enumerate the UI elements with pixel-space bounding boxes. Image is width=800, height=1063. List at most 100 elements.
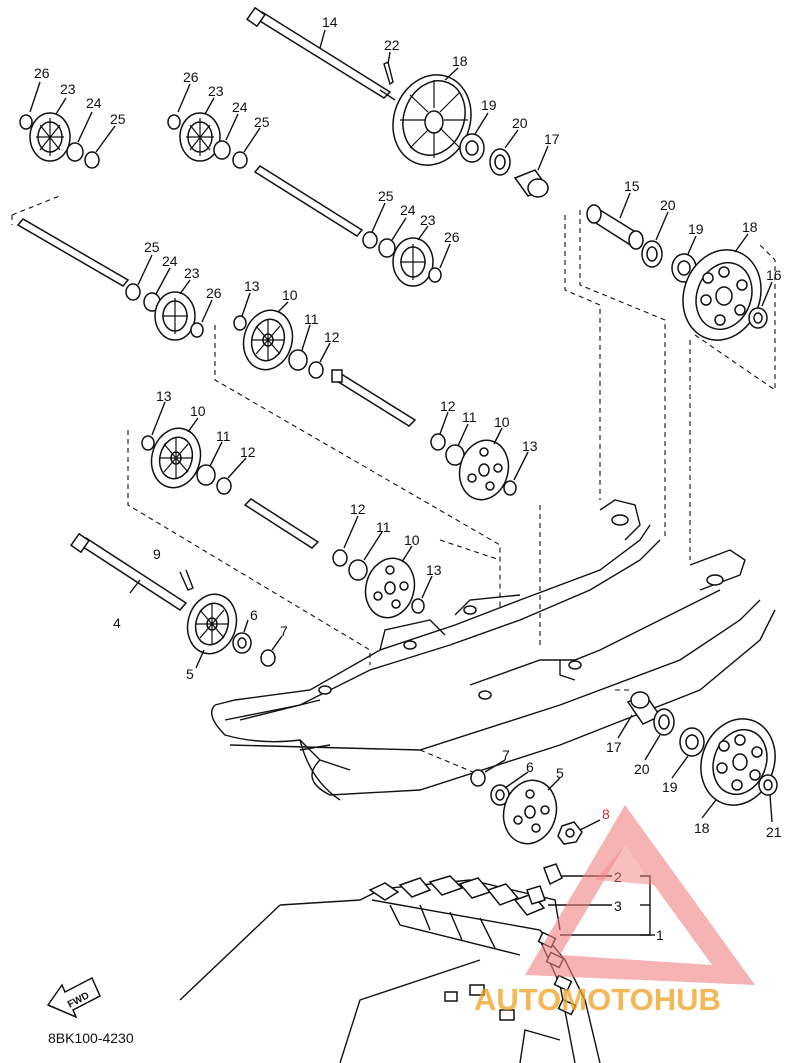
- label-leader-lines: [29, 29, 773, 831]
- idler-wheel-18-lower: [700, 718, 776, 806]
- idler-wheel-18-right: [682, 249, 762, 341]
- label-16: 16: [766, 267, 782, 283]
- track-clip-3: [526, 885, 546, 905]
- label-24: 24: [232, 99, 248, 115]
- label-12: 12: [240, 444, 256, 460]
- automotohub-watermark: [525, 805, 755, 985]
- forward-direction-arrow: FWD: [46, 976, 101, 1019]
- label-18: 18: [694, 820, 710, 836]
- nut-8: [557, 821, 583, 845]
- slide-rail-frame: [211, 499, 776, 801]
- label-26: 26: [183, 69, 199, 85]
- wheel-5-right: [502, 779, 558, 845]
- label-25: 25: [378, 188, 394, 204]
- watermark-logo-text: AUTOMOTOHUB: [474, 982, 721, 1017]
- label-3: 3: [614, 898, 622, 914]
- spacer-20-right: [641, 240, 663, 268]
- wheel-group-10-upper-left: [233, 309, 324, 379]
- washer-7-left: [260, 649, 276, 667]
- label-14: 14: [322, 14, 338, 30]
- label-7: 7: [280, 623, 288, 639]
- spacer-20-top: [489, 148, 511, 176]
- assembly-guide-lines: [11, 194, 776, 776]
- label-23: 23: [208, 83, 224, 99]
- bearing-6-right: [490, 784, 510, 806]
- label-12: 12: [350, 501, 366, 517]
- label-10: 10: [282, 287, 298, 303]
- label-21: 21: [766, 824, 782, 840]
- label-11: 11: [304, 311, 319, 327]
- wheel-group-10-lower-right: [332, 549, 425, 619]
- label-24: 24: [162, 253, 178, 269]
- label-10: 10: [494, 414, 510, 430]
- label-20: 20: [634, 761, 650, 777]
- label-12: 12: [324, 329, 340, 345]
- label-20: 20: [660, 197, 676, 213]
- label-10: 10: [404, 532, 420, 548]
- label-19: 19: [662, 779, 678, 795]
- watermark-auto-text: AUTOMOTOHUB: [474, 982, 721, 1017]
- watermark-text-overlay: AUTOMOTOHUB: [474, 980, 794, 1020]
- label-13: 13: [522, 438, 538, 454]
- label-19: 19: [688, 221, 704, 237]
- label-24: 24: [86, 95, 102, 111]
- label-13: 13: [244, 278, 260, 294]
- label-26: 26: [206, 285, 222, 301]
- spacer-20-lower: [653, 708, 675, 736]
- track-assembly: [179, 875, 601, 1063]
- bearing-19-top: [459, 133, 485, 163]
- label-11: 11: [376, 519, 391, 535]
- label-12: 12: [440, 398, 456, 414]
- label-11: 11: [462, 409, 477, 425]
- track-clip-2: [543, 863, 563, 886]
- label-9: 9: [153, 546, 161, 562]
- idler-wheel-18-top: [392, 74, 472, 166]
- label-1: 1: [656, 927, 664, 943]
- small-wheel-group-left: [19, 112, 100, 169]
- wheel-5-left: [186, 593, 238, 655]
- label-5: 5: [556, 765, 564, 781]
- watermark-triangle-icon: [525, 805, 755, 985]
- label-25: 25: [254, 114, 270, 130]
- label-13: 13: [426, 562, 442, 578]
- label-17: 17: [606, 739, 622, 755]
- label-17: 17: [544, 131, 560, 147]
- shaft-14: [246, 6, 396, 101]
- bearing-19-lower: [679, 727, 705, 757]
- label-10: 10: [190, 403, 206, 419]
- label-18: 18: [452, 53, 468, 69]
- bolt-16: [748, 307, 768, 329]
- label-4: 4: [113, 615, 121, 631]
- washer-7-right: [470, 769, 486, 787]
- axle-upper-center: [253, 165, 364, 237]
- label-19: 19: [481, 97, 497, 113]
- small-wheel-group-center: [167, 112, 248, 169]
- axle-left: [16, 218, 130, 287]
- label-23: 23: [184, 265, 200, 281]
- label-8: 8: [602, 806, 610, 822]
- cotter-pin-9: [179, 569, 194, 591]
- bearing-6-left: [232, 632, 252, 654]
- label-22: 22: [384, 37, 400, 53]
- cotter-pin-22: [383, 60, 394, 86]
- label-26: 26: [444, 229, 460, 245]
- part-number-labels: 14 22 18 26 23 24 25 26 23 24 25 19 20 1…: [34, 14, 782, 943]
- wheel-group-10-upper-right: [430, 433, 517, 501]
- small-wheel-group-lower: [125, 283, 204, 341]
- label-25: 25: [144, 239, 160, 255]
- label-20: 20: [512, 115, 528, 131]
- label-23: 23: [60, 81, 76, 97]
- label-6: 6: [250, 607, 258, 623]
- label-15: 15: [624, 178, 640, 194]
- label-6: 6: [526, 759, 534, 775]
- label-26: 26: [34, 65, 50, 81]
- collar-17-top: [513, 169, 550, 198]
- label-18: 18: [742, 219, 758, 235]
- label-24: 24: [400, 202, 416, 218]
- axle-middle: [330, 369, 417, 427]
- label-7: 7: [502, 747, 510, 763]
- collar-15: [586, 204, 644, 250]
- wheel-group-10-lower-left: [141, 427, 232, 495]
- axle-lower: [243, 498, 320, 549]
- diagram-code: 8BK100-4230: [48, 1030, 134, 1046]
